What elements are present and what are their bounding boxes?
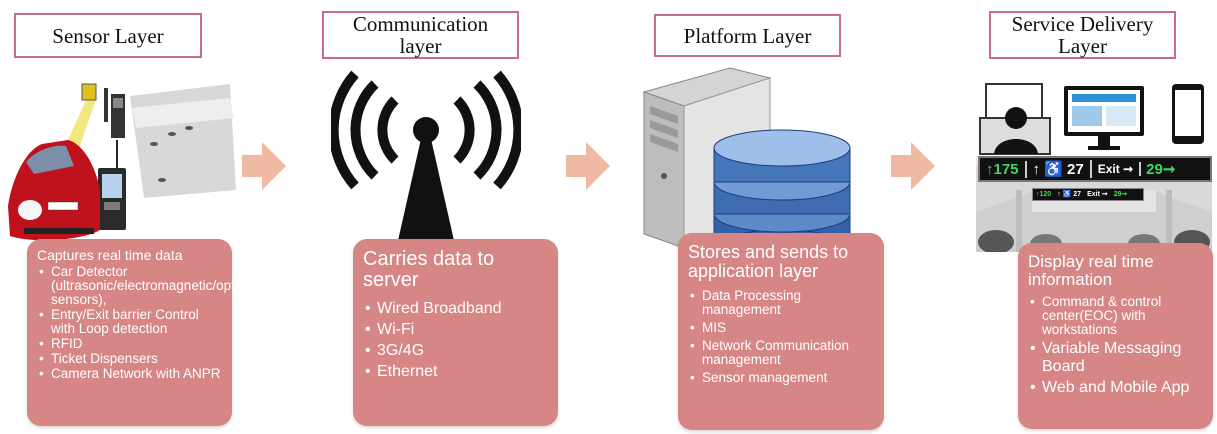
list-item: Command & control center(EOC) with works… — [1028, 295, 1203, 337]
list-item: Entry/Exit barrier Control with Loop det… — [37, 308, 222, 336]
list-item: Ethernet — [363, 362, 548, 381]
vms-accessible-count: ↑ ♿ 27 — [1027, 160, 1092, 178]
vms-exit: Exit ➞ — [1092, 162, 1142, 176]
vms-count-left: ↑175 — [980, 160, 1027, 178]
variable-messaging-sign: ↑175 ↑ ♿ 27 Exit ➞ 29➞ — [978, 156, 1212, 182]
list-item: Wi-Fi — [363, 320, 548, 339]
list-item: Web and Mobile App — [1028, 379, 1203, 397]
platform-layer-panel: Stores and sends to application layer Da… — [678, 233, 884, 430]
service-delivery-layer-title: Service Delivery Layer — [989, 11, 1176, 59]
platform-layer-heading: Stores and sends to application layer — [688, 242, 849, 281]
vms-count-right: 29➞ — [1146, 161, 1176, 178]
communication-layer-heading: Carries data to server — [363, 248, 495, 291]
database-server-icon — [642, 67, 851, 251]
communication-layer-panel: Carries data to server Wired Broadband W… — [353, 239, 558, 426]
service-delivery-layer-title-text: Service Delivery Layer — [1011, 12, 1154, 58]
communication-layer-title-text: Communication layer — [352, 12, 489, 58]
antenna-icon — [331, 70, 521, 245]
list-item: 3G/4G — [363, 341, 548, 360]
flow-arrow-icon — [891, 142, 935, 190]
vms-small-count-right: 29➞ — [1113, 191, 1128, 198]
list-item: Wired Broadband — [363, 299, 548, 318]
list-item: Car Detector (ultrasonic/electromagnetic… — [37, 265, 245, 307]
platform-layer-title-text: Platform Layer — [683, 23, 812, 48]
communication-layer-title: Communication layer — [322, 11, 519, 59]
flow-arrow-icon — [566, 142, 610, 190]
list-item: RFID — [37, 337, 222, 352]
variable-messaging-sign-small: ↑120 ↑ ♿ 27 Exit ➞ 29➞ — [1032, 188, 1144, 201]
list-item: Data Processing management — [688, 289, 874, 317]
communication-layer-list: Wired Broadband Wi-Fi 3G/4G Ethernet — [363, 299, 548, 381]
sensor-layer-list: Car Detector (ultrasonic/electromagnetic… — [37, 265, 245, 382]
service-delivery-layer-list: Command & control center(EOC) with works… — [1028, 295, 1203, 398]
sensor-layer-title: Sensor Layer — [14, 13, 202, 58]
vms-small-count-left: ↑120 — [1036, 191, 1052, 198]
platform-layer-list: Data Processing management MIS Network C… — [688, 289, 874, 386]
list-item: Network Communication management — [688, 339, 874, 367]
flow-arrow-icon — [242, 142, 286, 190]
list-item: Camera Network with ANPR — [37, 367, 222, 382]
platform-layer-title: Platform Layer — [654, 14, 841, 57]
sensor-illustration — [8, 83, 236, 241]
service-delivery-layer-panel: Display real time information Command & … — [1018, 243, 1213, 429]
list-item: Variable Messaging Board — [1028, 340, 1203, 376]
sensor-layer-title-text: Sensor Layer — [52, 23, 164, 48]
sensor-layer-heading: Captures real time data — [37, 247, 183, 263]
vms-small-exit: Exit ➞ — [1087, 191, 1108, 198]
list-item: MIS — [688, 321, 874, 336]
list-item: Sensor management — [688, 371, 874, 386]
sensor-layer-panel: Captures real time data Car Detector (ul… — [27, 239, 245, 426]
list-item: Ticket Dispensers — [37, 352, 222, 367]
vms-small-accessible-count: ↑ ♿ 27 — [1057, 191, 1082, 198]
service-delivery-layer-heading: Display real time information — [1028, 252, 1154, 289]
